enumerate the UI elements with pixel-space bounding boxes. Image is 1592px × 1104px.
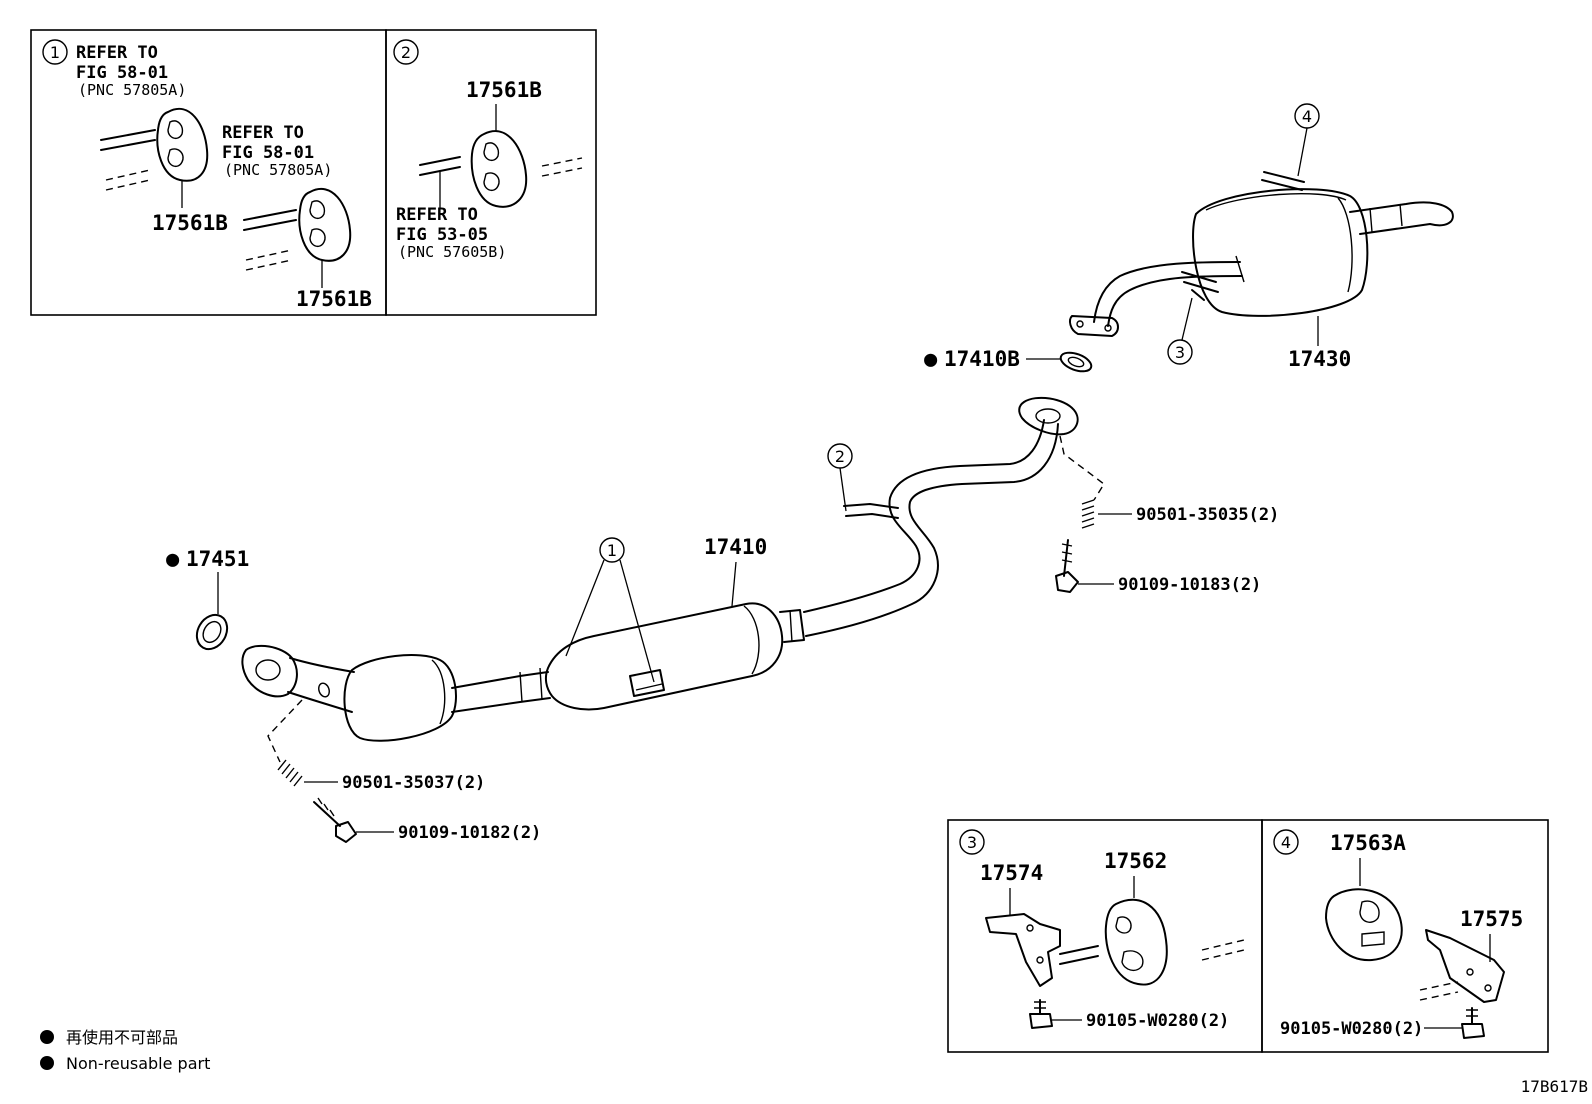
inset-1-marker: 1	[50, 43, 60, 62]
rear-fasteners: 90501-35035(2) 90109-10183(2)	[1055, 435, 1279, 595]
exhaust-pipe-17410: 2 1 17410	[241, 396, 1079, 742]
bolt-90109-10183	[1055, 539, 1079, 593]
hanger-17562	[1104, 898, 1168, 986]
label-17410b: 17410B	[944, 347, 1020, 371]
non-reusable-dot-17451: ●	[166, 547, 180, 572]
label-90105-w0280-inset3: 90105-W0280(2)	[1086, 1011, 1229, 1031]
label-90105-w0280-inset4: 90105-W0280(2)	[1280, 1019, 1423, 1039]
inset-1-box: 1 REFER TO FIG 58-01 (PNC 57805A) 17561B…	[30, 29, 387, 316]
label-17575: 17575	[1460, 907, 1523, 931]
front-fasteners: 90501-35037(2) 90109-10182(2)	[267, 699, 541, 843]
callout-4: 4	[1302, 107, 1312, 126]
inset-1-refer-b-line2: FIG 58-01	[222, 143, 314, 163]
callout-1: 1	[607, 541, 617, 560]
label-90109-10182: 90109-10182(2)	[398, 823, 541, 843]
spring-90501-35035	[1081, 499, 1095, 529]
bolt-90109-10182	[313, 797, 357, 843]
label-17562: 17562	[1104, 849, 1167, 873]
gasket-17451: ● 17451	[166, 547, 249, 651]
label-17430: 17430	[1288, 347, 1351, 371]
bracket-17575	[1419, 929, 1505, 1003]
callout-2: 2	[835, 447, 845, 466]
inset-3-marker: 3	[967, 833, 977, 852]
label-17410: 17410	[704, 535, 767, 559]
muffler-17430: 4 3 17430	[1069, 103, 1454, 371]
inset-1-refer-a-line2: FIG 58-01	[76, 63, 168, 83]
hanger-17563a	[1325, 888, 1403, 962]
figure-code: 17B617B	[1521, 1077, 1588, 1096]
callout-3: 3	[1175, 343, 1185, 362]
inset-1-refer-b-line1: REFER TO	[222, 123, 304, 143]
inset-1-refer-a-line1: REFER TO	[76, 43, 158, 63]
legend: 再使用不可部品 Non-reusable part	[40, 1028, 210, 1073]
inset-2-refer-line1: REFER TO	[396, 205, 478, 225]
legend-dot-jp	[40, 1030, 54, 1044]
hanger-17561b-lower	[298, 188, 352, 262]
inset-1-refer-a-line3: (PNC 57805A)	[78, 81, 186, 99]
non-reusable-dot-17410b: ●	[924, 347, 938, 372]
bolt-90105-w0280-inset4	[1461, 1007, 1485, 1039]
inset-4-marker: 4	[1281, 833, 1291, 852]
inset-1-refer-b-line3: (PNC 57805A)	[224, 161, 332, 179]
inset-4-box: 4 17563A 17575 90105-W0280(2)	[1261, 819, 1549, 1053]
legend-dot-en	[40, 1056, 54, 1070]
gasket-17410b: ● 17410B	[924, 347, 1093, 373]
label-17561b-lower: 17561B	[296, 287, 372, 311]
hanger-17561b-upper	[156, 108, 209, 182]
label-17574: 17574	[980, 861, 1043, 885]
label-17451: 17451	[186, 547, 249, 571]
hanger-17561b-inset2	[470, 130, 528, 208]
label-90501-35035: 90501-35035(2)	[1136, 505, 1279, 525]
label-17561b-upper: 17561B	[152, 211, 228, 235]
spring-90501-35037	[277, 759, 303, 787]
inset-2-refer-line3: (PNC 57605B)	[398, 243, 506, 261]
label-17563a: 17563A	[1330, 831, 1406, 855]
bolt-90105-w0280-inset3	[1029, 999, 1053, 1029]
inset-2-box: 2 17561B REFER TO FIG 53-05 (PNC 57605B)	[385, 29, 597, 316]
inset-2-refer-line2: FIG 53-05	[396, 225, 488, 245]
label-17561b-inset2: 17561B	[466, 78, 542, 102]
inset-2-marker: 2	[401, 43, 411, 62]
legend-text-en: Non-reusable part	[66, 1054, 210, 1073]
inset-3-box: 3 17574 17562 90105-W0280(2)	[947, 819, 1263, 1053]
legend-text-jp: 再使用不可部品	[66, 1028, 178, 1047]
label-90501-35037: 90501-35037(2)	[342, 773, 485, 793]
bracket-17574	[985, 913, 1099, 987]
label-90109-10183: 90109-10183(2)	[1118, 575, 1261, 595]
